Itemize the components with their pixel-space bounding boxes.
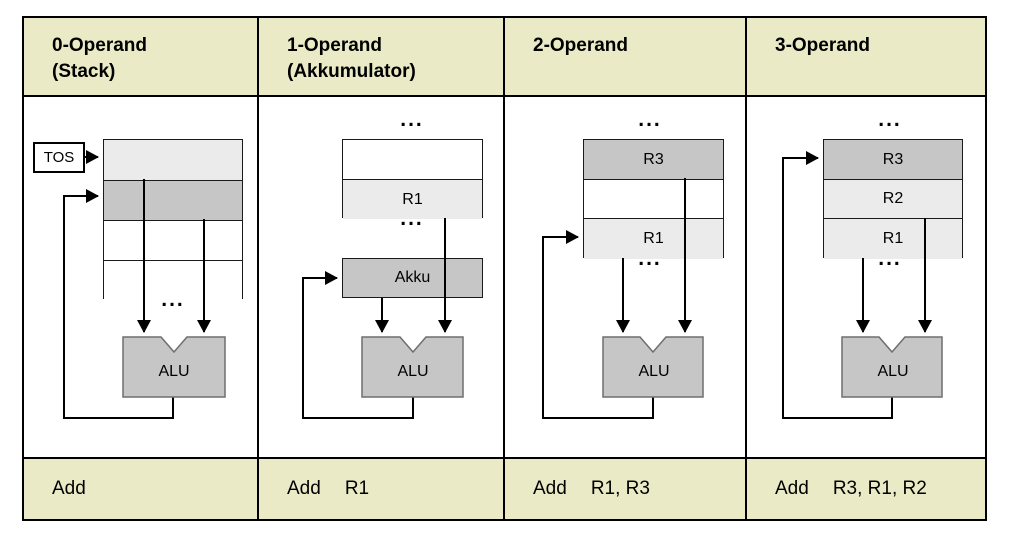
table-frame: 0-Operand(Stack) 1-Operand(Akkumulator) … — [22, 16, 987, 521]
header-line1: 3-Operand — [775, 35, 871, 56]
operands: R1, R3 — [590, 478, 650, 499]
header-line1: 1-Operand — [287, 35, 383, 56]
mnemonic: Add — [533, 478, 567, 499]
mnemonic: Add — [287, 478, 321, 499]
instruction-example-1: Add R1 — [287, 459, 369, 519]
register-cell-r3: R3 — [584, 140, 723, 179]
ellipsis: ... — [161, 288, 185, 311]
register-cell-r2: R2 — [824, 179, 962, 218]
ellipsis: ... — [638, 247, 662, 270]
header-line2: (Akkumulator) — [287, 61, 416, 82]
alu-label: ALU — [158, 363, 190, 380]
ellipsis: ... — [878, 108, 902, 131]
mnemonic: Add — [775, 478, 809, 499]
ellipsis: ... — [638, 108, 662, 131]
register-file: R3 R2 R1 — [823, 139, 963, 259]
header-line2: (Stack) — [52, 61, 116, 82]
ellipsis: ... — [400, 207, 424, 230]
header-line1: 2-Operand — [533, 35, 629, 56]
tos-label: TOS — [43, 149, 75, 166]
operands: R3, R1, R2 — [832, 478, 927, 499]
ellipsis: ... — [400, 108, 424, 131]
register-cell — [343, 140, 482, 179]
tos-box: TOS — [33, 142, 85, 173]
stack-register-file — [103, 139, 243, 300]
register-file: R3 R1 — [583, 139, 724, 259]
ellipsis: ... — [878, 247, 902, 270]
column-divider — [257, 18, 259, 519]
alu-label: ALU — [877, 363, 909, 380]
header-1-operand: 1-Operand (Akkumulator) — [287, 33, 416, 85]
register-cell-r1: R1 — [343, 179, 482, 219]
header-2-operand: 2-Operand — [533, 33, 628, 59]
header-3-operand: 3-Operand — [775, 33, 870, 59]
mnemonic: Add — [52, 478, 86, 499]
register-cell-r3: R3 — [824, 140, 962, 179]
column-divider — [503, 18, 505, 519]
instruction-example-0: Add — [52, 459, 110, 519]
alu-label: ALU — [638, 363, 670, 380]
alu-label: ALU — [397, 363, 429, 380]
instruction-example-3: Add R3, R1, R2 — [775, 459, 927, 519]
header-line1: 0-Operand — [52, 35, 148, 56]
instruction-example-2: Add R1, R3 — [533, 459, 650, 519]
operands: R1 — [344, 478, 370, 499]
register-file: R1 — [342, 139, 483, 219]
accumulator-box: Akku — [342, 258, 483, 298]
stack-cell-top — [104, 140, 242, 180]
stack-cell — [104, 220, 242, 260]
column-divider — [745, 18, 747, 519]
header-0-operand: 0-Operand (Stack) — [52, 33, 147, 85]
register-cell — [584, 179, 723, 218]
stack-cell-second — [104, 180, 242, 220]
